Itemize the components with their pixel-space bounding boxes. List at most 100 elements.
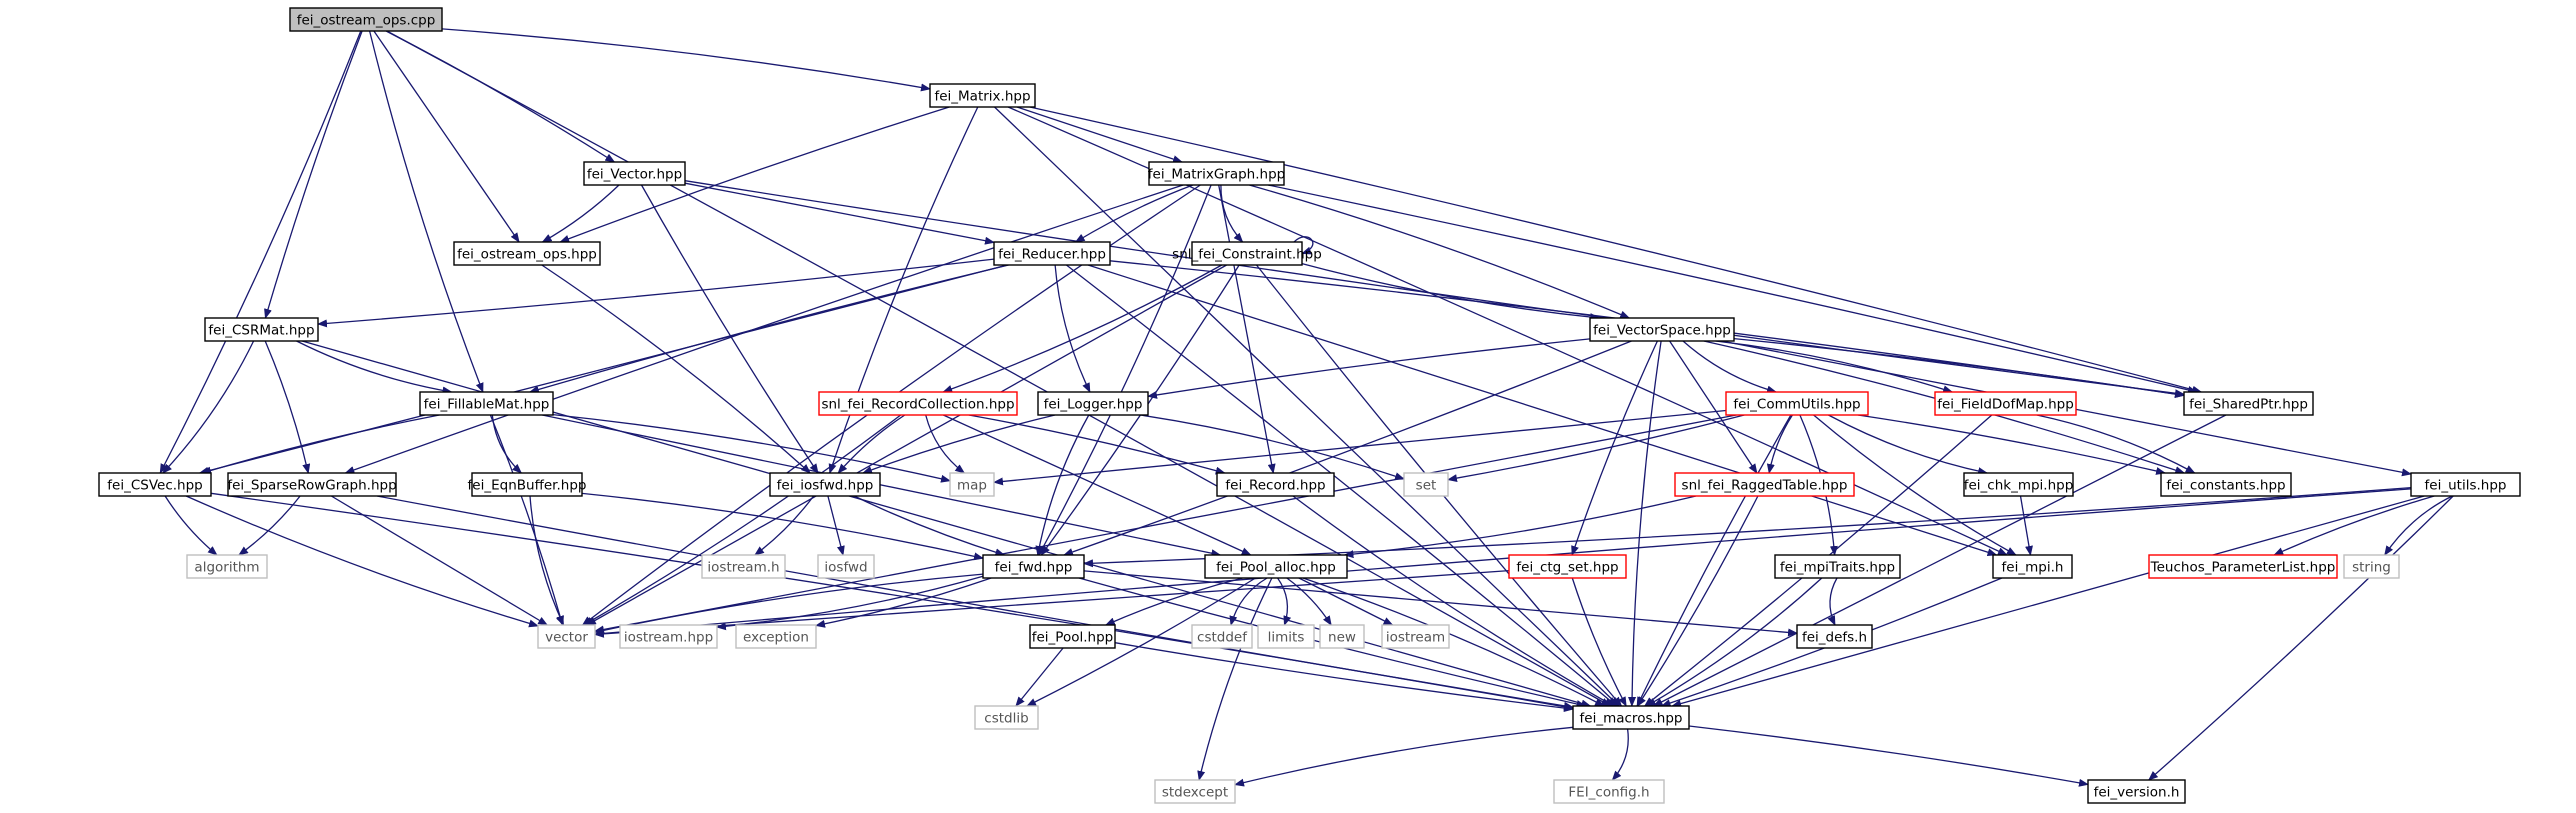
node-iostream-hpp: iostream.hpp — [619, 624, 718, 649]
node-box-fei-version-h — [2087, 779, 2186, 804]
node-fei-fwd-hpp[interactable]: fei_fwd.hpp — [982, 554, 1085, 579]
node-fei-chk-mpi-hpp[interactable]: fei_chk_mpi.hpp — [1963, 472, 2074, 497]
edge-fei-vectorspace-hpp-to-fei-sharedptr-hpp — [1733, 337, 2185, 398]
edge-fei-pool-alloc-hpp-to-fei-macros-hpp — [1302, 577, 1605, 707]
node-label-set: set — [1416, 478, 1437, 494]
edge-snl-fei-constraint-hpp-to-snl-fei-recordcollection-hpp — [942, 264, 1223, 393]
node-fei-ostream-ops-cpp[interactable]: fei_ostream_ops.cpp — [289, 7, 443, 32]
edge-fei-ostream-ops-cpp-to-fei-matrix-hpp — [441, 28, 931, 92]
node-box-fei-csrmat-hpp — [204, 317, 319, 342]
node-box-iostream — [1381, 624, 1450, 649]
node-label-fei-vector-hpp: fei_Vector.hpp — [587, 167, 682, 183]
node-snl-fei-constraint-hpp[interactable]: snl_fei_Constraint.hpp — [1172, 241, 1322, 266]
node-label-fei-ctg-set-hpp: fei_ctg_set.hpp — [1516, 560, 1618, 576]
node-fei-vectorspace-hpp[interactable]: fei_VectorSpace.hpp — [1589, 317, 1735, 342]
node-snl-fei-raggedtable-hpp[interactable]: snl_fei_RaggedTable.hpp — [1674, 472, 1855, 497]
node-box-fei-pool-hpp — [1029, 624, 1116, 649]
node-box-stdexcept — [1154, 779, 1236, 804]
edge-fei-ctg-set-hpp-to-vector — [594, 569, 1510, 638]
node-fei-iosfwd-hpp[interactable]: fei_iosfwd.hpp — [769, 472, 881, 497]
node-fei-csrmat-hpp[interactable]: fei_CSRMat.hpp — [204, 317, 319, 342]
edge-fei-sharedptr-hpp-to-fei-macros-hpp — [1652, 414, 2227, 707]
edge-fei-reducer-hpp-to-fei-csrmat-hpp — [317, 258, 995, 328]
edge-fei-matrixgraph-hpp-to-snl-fei-constraint-hpp — [1220, 184, 1244, 243]
edge-fei-matrixgraph-hpp-to-fei-sharedptr-hpp — [1267, 184, 2198, 394]
edge-fei-commutils-hpp-to-fei-macros-hpp — [1636, 414, 1792, 707]
edge-fei-fwd-hpp-to-fei-defs-h — [1083, 570, 1798, 637]
node-snl-fei-recordcollection-hpp[interactable]: snl_fei_RecordCollection.hpp — [818, 391, 1018, 416]
node-fei-mpi-h[interactable]: fei_mpi.h — [1992, 554, 2073, 579]
edge-fei-pool-alloc-hpp-to-iostream — [1298, 577, 1394, 626]
node-map: map — [949, 472, 995, 497]
edge-fei-ostream-ops-cpp-to-fei-macros-hpp — [386, 30, 1612, 707]
node-fei-sharedptr-hpp[interactable]: fei_SharedPtr.hpp — [2183, 391, 2314, 416]
edge-fei-commutils-hpp-to-set — [1447, 414, 1745, 483]
node-fei-pool-hpp[interactable]: fei_Pool.hpp — [1029, 624, 1116, 649]
edge-fei-reducer-hpp-to-fei-fillablemat-hpp — [528, 264, 1009, 394]
node-fei-matrix-hpp[interactable]: fei_Matrix.hpp — [929, 83, 1036, 108]
node-box-fei-matrix-hpp — [929, 83, 1036, 108]
edge-fei-fillablemat-hpp-to-map — [552, 413, 951, 483]
edge-fei-csrmat-hpp-to-fei-sparserowgraph-hpp — [264, 340, 311, 474]
edge-fei-iosfwd-hpp-to-iosfwd — [827, 495, 845, 556]
edge-fei-utils-hpp-to-string — [2384, 495, 2453, 556]
node-algorithm: algorithm — [186, 554, 268, 579]
node-box-fei-constants-hpp — [2160, 472, 2292, 497]
edge-fei-commutils-hpp-to-snl-fei-raggedtable-hpp — [1766, 414, 1793, 474]
node-fei-fielddofmap-hpp[interactable]: fei_FieldDofMap.hpp — [1934, 391, 2077, 416]
edge-fei-matrixgraph-hpp-to-fei-reducer-hpp — [1074, 184, 1194, 243]
node-fei-reducer-hpp[interactable]: fei_Reducer.hpp — [993, 241, 1111, 266]
node-fei-utils-hpp[interactable]: fei_utils.hpp — [2410, 472, 2521, 497]
node-fei-vector-hpp[interactable]: fei_Vector.hpp — [583, 161, 686, 186]
edge-fei-iosfwd-hpp-to-fei-fwd-hpp — [853, 495, 1006, 557]
node-label-iostream-hpp: iostream.hpp — [624, 630, 713, 646]
node-fei-macros-hpp[interactable]: fei_macros.hpp — [1572, 705, 1690, 730]
node-fei-csvec-hpp[interactable]: fei_CSVec.hpp — [98, 472, 212, 497]
node-fei-logger-hpp[interactable]: fei_Logger.hpp — [1037, 391, 1149, 416]
edge-fei-pool-hpp-to-cstdlib — [1015, 647, 1064, 707]
dependency-nodes: fei_ostream_ops.cpp fei_Matrix.hpp fei_Mat… — [98, 7, 2521, 804]
node-box-fei-ostream-ops-cpp — [289, 7, 443, 32]
edge-fei-macros-hpp-to-fei-version-h — [1688, 725, 2089, 787]
node-box-snl-fei-constraint-hpp — [1191, 241, 1303, 266]
node-label-fei-config-h: FEI_config.h — [1568, 785, 1649, 801]
node-label-string: string — [2352, 560, 2391, 576]
node-fei-eqnbuffer-hpp[interactable]: fei_EqnBuffer.hpp — [468, 472, 587, 497]
node-fei-sparserowgraph-hpp[interactable]: fei_SparseRowGraph.hpp — [227, 472, 397, 497]
edge-fei-sparserowgraph-hpp-to-fei-macros-hpp — [376, 495, 1574, 710]
edge-fei-csrmat-hpp-to-fei-fillablemat-hpp — [296, 340, 453, 395]
edge-fei-pool-alloc-hpp-to-limits — [1277, 577, 1292, 626]
node-fei-record-hpp[interactable]: fei_Record.hpp — [1216, 472, 1335, 497]
edge-fei-fwd-hpp-to-vector — [594, 573, 984, 635]
node-box-fei-fillablemat-hpp — [419, 391, 554, 416]
node-fei-ctg-set-hpp[interactable]: fei_ctg_set.hpp — [1508, 554, 1627, 579]
node-fei-defs-h[interactable]: fei_defs.h — [1796, 624, 1873, 649]
edge-fei-fillablemat-hpp-to-fei-pool-alloc-hpp — [542, 414, 1222, 558]
node-exception: exception — [735, 624, 817, 649]
node-box-exception — [735, 624, 817, 649]
edge-fei-commutils-hpp-to-fei-mpi-h — [1813, 414, 2017, 556]
node-fei-ostream-ops-hpp[interactable]: fei_ostream_ops.hpp — [453, 241, 601, 266]
node-fei-commutils-hpp[interactable]: fei_CommUtils.hpp — [1725, 391, 1869, 416]
edge-fei-utils-hpp-to-fei-version-h — [2148, 495, 2454, 781]
edge-fei-utils-hpp-to-fei-fwd-hpp — [1083, 486, 2412, 568]
node-teuchos-parameterlist-hpp[interactable]: Teuchos_ParameterList.hpp — [2148, 554, 2338, 579]
node-fei-fillablemat-hpp[interactable]: fei_FillableMat.hpp — [419, 391, 554, 416]
node-fei-matrixgraph-hpp[interactable]: fei_MatrixGraph.hpp — [1148, 161, 1285, 186]
node-fei-version-h[interactable]: fei_version.h — [2087, 779, 2186, 804]
edge-fei-sparserowgraph-hpp-to-vector — [330, 495, 549, 626]
node-label-fei-matrixgraph-hpp: fei_MatrixGraph.hpp — [1148, 167, 1285, 183]
node-new: new — [1319, 624, 1365, 649]
edge-fei-fillablemat-hpp-to-fei-eqnbuffer-hpp — [491, 414, 523, 474]
edge-fei-matrix-hpp-to-fei-macros-hpp — [994, 106, 1620, 707]
node-fei-pool-alloc-hpp[interactable]: fei_Pool_alloc.hpp — [1204, 554, 1348, 579]
node-fei-mpitraits-hpp[interactable]: fei_mpiTraits.hpp — [1774, 554, 1901, 579]
edge-fei-vectorspace-hpp-to-fei-fwd-hpp — [1063, 340, 1632, 556]
edge-fei-vectorspace-hpp-to-fei-commutils-hpp — [1682, 340, 1777, 394]
node-label-fei-mpitraits-hpp: fei_mpiTraits.hpp — [1780, 560, 1895, 576]
edge-fei-iosfwd-hpp-to-iostream-h — [754, 495, 815, 556]
node-label-snl-fei-recordcollection-hpp: snl_fei_RecordCollection.hpp — [821, 397, 1014, 413]
node-label-snl-fei-constraint-hpp: snl_fei_Constraint.hpp — [1172, 247, 1322, 263]
edge-fei-reducer-hpp-to-fei-macros-hpp — [1066, 264, 1618, 707]
node-fei-constants-hpp[interactable]: fei_constants.hpp — [2160, 472, 2292, 497]
